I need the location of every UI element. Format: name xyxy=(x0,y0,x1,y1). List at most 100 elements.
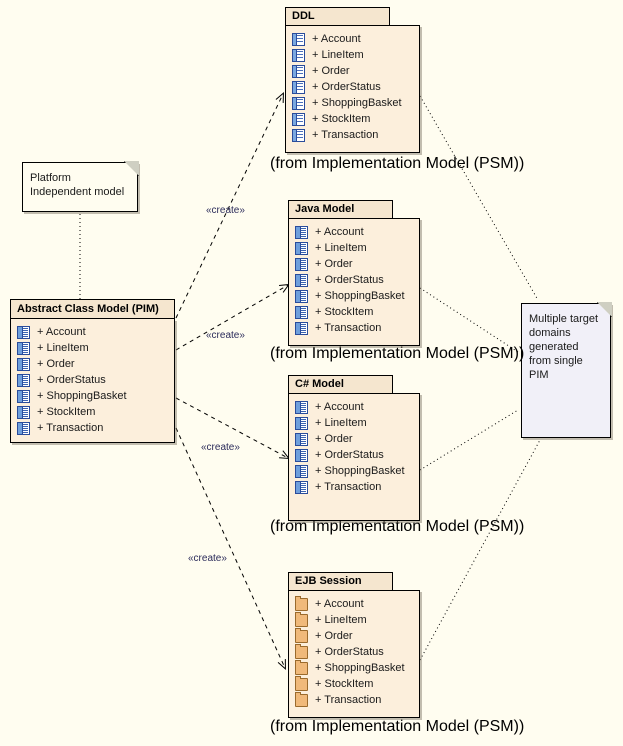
member-label: + LineItem xyxy=(37,342,89,354)
list-item[interactable]: + LineItem xyxy=(295,415,415,431)
class-icon xyxy=(295,400,308,414)
member-label: + Transaction xyxy=(315,694,382,706)
note-shape xyxy=(22,162,138,212)
list-item[interactable]: + Account xyxy=(295,595,415,612)
member-label: + OrderStatus xyxy=(37,374,106,386)
list-item[interactable]: + Transaction xyxy=(295,479,415,495)
member-label: + OrderStatus xyxy=(315,646,384,658)
list-item[interactable]: + StockItem xyxy=(17,404,170,420)
class-icon xyxy=(17,389,30,403)
anchor-csharp-to-note xyxy=(419,409,519,471)
list-item[interactable]: + LineItem xyxy=(17,340,170,356)
pim-note-text: Platform Independent model xyxy=(30,172,125,198)
class-icon xyxy=(17,357,30,371)
class-icon xyxy=(295,241,308,255)
member-label: + Order xyxy=(315,433,353,445)
list-item[interactable]: + OrderStatus xyxy=(292,79,415,95)
class-icon xyxy=(17,341,30,355)
member-label: + LineItem xyxy=(315,417,367,429)
pim-member-list: + Account + LineItem + Order + OrderStat… xyxy=(10,319,175,443)
target-note: Multiple target domains generated from s… xyxy=(521,302,612,438)
list-item[interactable]: + Order xyxy=(295,627,415,644)
member-label: + StockItem xyxy=(312,113,371,125)
list-item[interactable]: + StockItem xyxy=(295,675,415,692)
abstract-class-model-pim-box[interactable]: Abstract Class Model (PIM) + Account + L… xyxy=(10,299,175,443)
stereotype-create-csharp: «create» xyxy=(201,442,240,453)
list-item[interactable]: + OrderStatus xyxy=(295,643,415,660)
member-label: + Transaction xyxy=(315,322,382,334)
member-label: + Account xyxy=(312,33,361,45)
folder-icon xyxy=(295,691,308,707)
list-item[interactable]: + StockItem xyxy=(295,304,415,320)
folder-icon xyxy=(295,675,308,691)
member-label: + StockItem xyxy=(37,406,96,418)
member-label: + OrderStatus xyxy=(315,449,384,461)
list-item[interactable]: + OrderStatus xyxy=(295,447,415,463)
package-tab-title: C# Model xyxy=(288,375,393,394)
pim-note: Platform Independent model xyxy=(22,161,139,212)
member-label: + OrderStatus xyxy=(315,274,384,286)
anchor-java-to-note xyxy=(419,287,519,353)
anchor-ddl-to-note xyxy=(419,95,539,301)
member-label: + StockItem xyxy=(315,306,374,318)
stereotype-create-ddl: «create» xyxy=(206,205,245,216)
package-body: + Account + LineItem + Order + OrderStat… xyxy=(288,218,420,346)
dependency-pim-to-ejb xyxy=(175,427,286,671)
member-label: + Order xyxy=(315,258,353,270)
member-label: + LineItem xyxy=(315,614,367,626)
member-label: + Order xyxy=(312,65,350,77)
list-item[interactable]: + Transaction xyxy=(295,320,415,336)
table-icon xyxy=(292,96,305,110)
list-item[interactable]: + Order xyxy=(292,63,415,79)
list-item[interactable]: + ShoppingBasket xyxy=(292,95,415,111)
table-icon xyxy=(292,112,305,126)
member-label: + StockItem xyxy=(315,678,374,690)
list-item[interactable]: + OrderStatus xyxy=(295,272,415,288)
list-item[interactable]: + Account xyxy=(17,324,170,340)
list-item[interactable]: + Account xyxy=(292,31,415,47)
package-body: + Account + LineItem + Order + OrderStat… xyxy=(288,393,420,521)
list-item[interactable]: + Transaction xyxy=(295,691,415,708)
list-item[interactable]: + Account xyxy=(295,399,415,415)
list-item[interactable]: + StockItem xyxy=(292,111,415,127)
list-item[interactable]: + ShoppingBasket xyxy=(295,463,415,479)
list-item[interactable]: + ShoppingBasket xyxy=(17,388,170,404)
package-body: + Account + LineItem + Order + OrderStat… xyxy=(285,25,420,153)
anchor-ejb-to-note xyxy=(419,439,541,661)
class-icon xyxy=(295,305,308,319)
class-icon xyxy=(17,373,30,387)
class-icon xyxy=(295,289,308,303)
list-item[interactable]: + Transaction xyxy=(17,420,170,436)
list-item[interactable]: + Order xyxy=(17,356,170,372)
list-item[interactable]: + Order xyxy=(295,431,415,447)
member-label: + Account xyxy=(315,401,364,413)
member-label: + Order xyxy=(315,630,353,642)
member-label: + ShoppingBasket xyxy=(315,662,405,674)
class-icon xyxy=(17,421,30,435)
package-tab-title: DDL xyxy=(285,7,390,26)
list-item[interactable]: + ShoppingBasket xyxy=(295,288,415,304)
member-label: + ShoppingBasket xyxy=(37,390,127,402)
member-label: + Account xyxy=(315,226,364,238)
list-item[interactable]: + ShoppingBasket xyxy=(295,659,415,676)
list-item[interactable]: + Order xyxy=(295,256,415,272)
list-item[interactable]: + LineItem xyxy=(292,47,415,63)
folder-icon xyxy=(295,659,308,675)
package-caption-ddl: (from Implementation Model (PSM)) xyxy=(270,155,525,172)
list-item[interactable]: + Transaction xyxy=(292,127,415,143)
class-icon xyxy=(295,321,308,335)
pim-title: Abstract Class Model (PIM) xyxy=(10,299,175,319)
member-label: + LineItem xyxy=(315,242,367,254)
class-icon xyxy=(295,432,308,446)
member-label: + LineItem xyxy=(312,49,364,61)
table-icon xyxy=(292,128,305,142)
list-item[interactable]: + LineItem xyxy=(295,611,415,628)
member-label: + ShoppingBasket xyxy=(315,465,405,477)
class-icon xyxy=(295,448,308,462)
table-icon xyxy=(292,64,305,78)
folder-icon xyxy=(295,643,308,659)
list-item[interactable]: + Account xyxy=(295,224,415,240)
list-item[interactable]: + OrderStatus xyxy=(17,372,170,388)
list-item[interactable]: + LineItem xyxy=(295,240,415,256)
